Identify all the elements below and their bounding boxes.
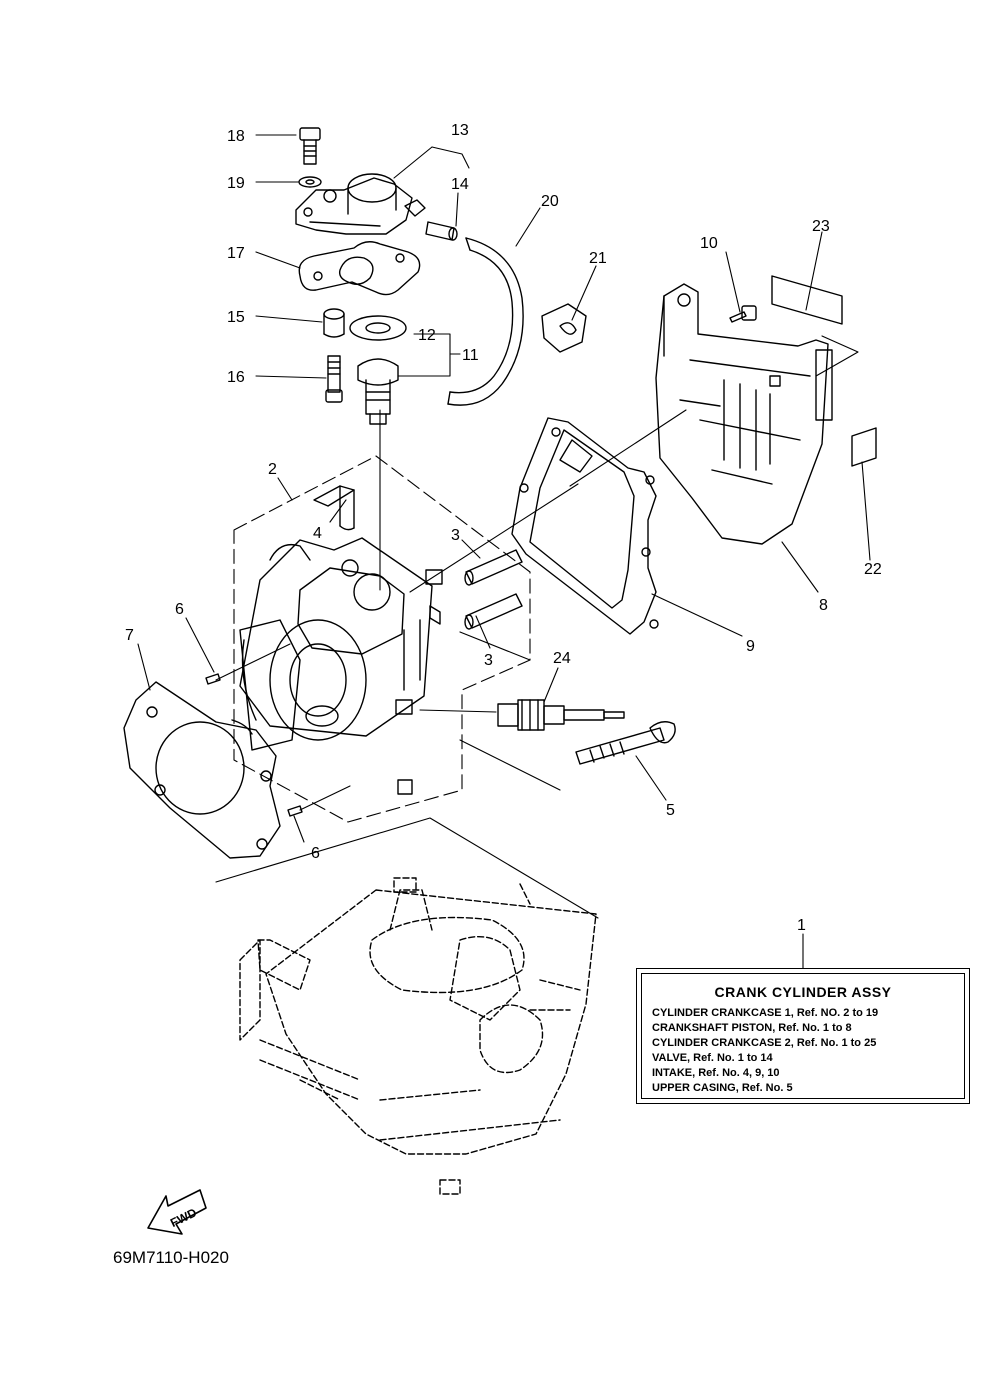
callout-3b: 3	[484, 652, 493, 669]
spark-plug-24	[497, 699, 625, 731]
fwd-label: FWD	[168, 1205, 199, 1230]
reference-box-inner: CRANK CYLINDER ASSY CYLINDER CRANKCASE 1…	[641, 973, 965, 1099]
gasket-17	[298, 241, 421, 296]
clip-21	[541, 303, 587, 353]
cylinder-head-group-box	[233, 455, 531, 823]
callout-16: 16	[227, 369, 245, 386]
callout-7: 7	[125, 627, 134, 644]
callout-17: 17	[227, 245, 245, 262]
reference-line: CYLINDER CRANKCASE 2, Ref. No. 1 to 25	[652, 1037, 877, 1049]
callout-21: 21	[589, 250, 607, 267]
drawing-code: 69M7110-H020	[113, 1248, 229, 1267]
bolt-5	[575, 721, 676, 765]
callout-1: 1	[797, 917, 806, 934]
callout-23: 23	[812, 218, 830, 235]
callout-3a: 3	[451, 527, 460, 544]
reference-line: CRANKSHAFT PISTON, Ref. No. 1 to 8	[652, 1022, 852, 1034]
leader-lines	[137, 134, 871, 969]
callout-22: 22	[864, 561, 882, 578]
label-23	[771, 275, 843, 325]
callout-9: 9	[746, 638, 755, 655]
callout-12: 12	[418, 327, 436, 344]
dowel-pin-6a	[205, 673, 221, 685]
reference-line: UPPER CASING, Ref. No. 5	[652, 1082, 793, 1094]
callout-10: 10	[700, 235, 718, 252]
callout-18: 18	[227, 128, 245, 145]
callout-6b: 6	[311, 845, 320, 862]
spacer-15	[323, 308, 345, 338]
seal-12	[349, 315, 407, 341]
reference-line: CYLINDER CRANKCASE 1, Ref. NO. 2 to 19	[652, 1007, 879, 1019]
cylinder-head-2	[239, 537, 443, 795]
dowel-pin-6b	[287, 805, 303, 817]
reference-line: INTAKE, Ref. No. 4, 9, 10	[652, 1067, 780, 1079]
callout-5: 5	[666, 802, 675, 819]
callout-numbers: 1 2 3 3 4 5 6 6 7 8 9 10 11 12 13 14 15 …	[125, 122, 882, 934]
callout-8: 8	[819, 597, 828, 614]
reference-box: CRANK CYLINDER ASSY CYLINDER CRANKCASE 1…	[636, 968, 970, 1104]
callout-13: 13	[451, 122, 469, 139]
callout-24: 24	[553, 650, 571, 667]
callout-11: 11	[462, 347, 479, 364]
thermostat-cover-13	[295, 173, 426, 235]
callout-2: 2	[268, 461, 277, 478]
callout-4: 4	[313, 525, 322, 542]
label-22	[851, 427, 877, 467]
dowel-pin-3b	[464, 593, 523, 630]
intake-gasket-9	[511, 417, 659, 635]
thermostat-11	[357, 358, 399, 425]
callout-14: 14	[451, 176, 469, 193]
intake-manifold-8	[655, 283, 833, 545]
head-gasket-7	[123, 681, 281, 859]
bolt-18	[299, 127, 321, 165]
crankcase-1	[239, 877, 597, 1195]
nipple-14	[425, 221, 458, 241]
reference-box-title: CRANK CYLINDER ASSY	[714, 984, 892, 1000]
bolt-16	[325, 355, 343, 403]
screw-10	[729, 305, 757, 323]
reference-line: VALVE, Ref. No. 1 to 14	[652, 1052, 773, 1064]
callout-19: 19	[227, 175, 245, 192]
callout-6a: 6	[175, 601, 184, 618]
callout-20: 20	[541, 193, 559, 210]
fitting-4	[313, 485, 355, 531]
callout-15: 15	[227, 309, 245, 326]
washer-19	[298, 176, 322, 188]
hose-20	[447, 237, 524, 406]
fwd-arrow-icon: FWD	[147, 1189, 207, 1235]
dowel-pin-3a	[464, 549, 523, 586]
crankcase-guide-lines	[215, 335, 859, 919]
